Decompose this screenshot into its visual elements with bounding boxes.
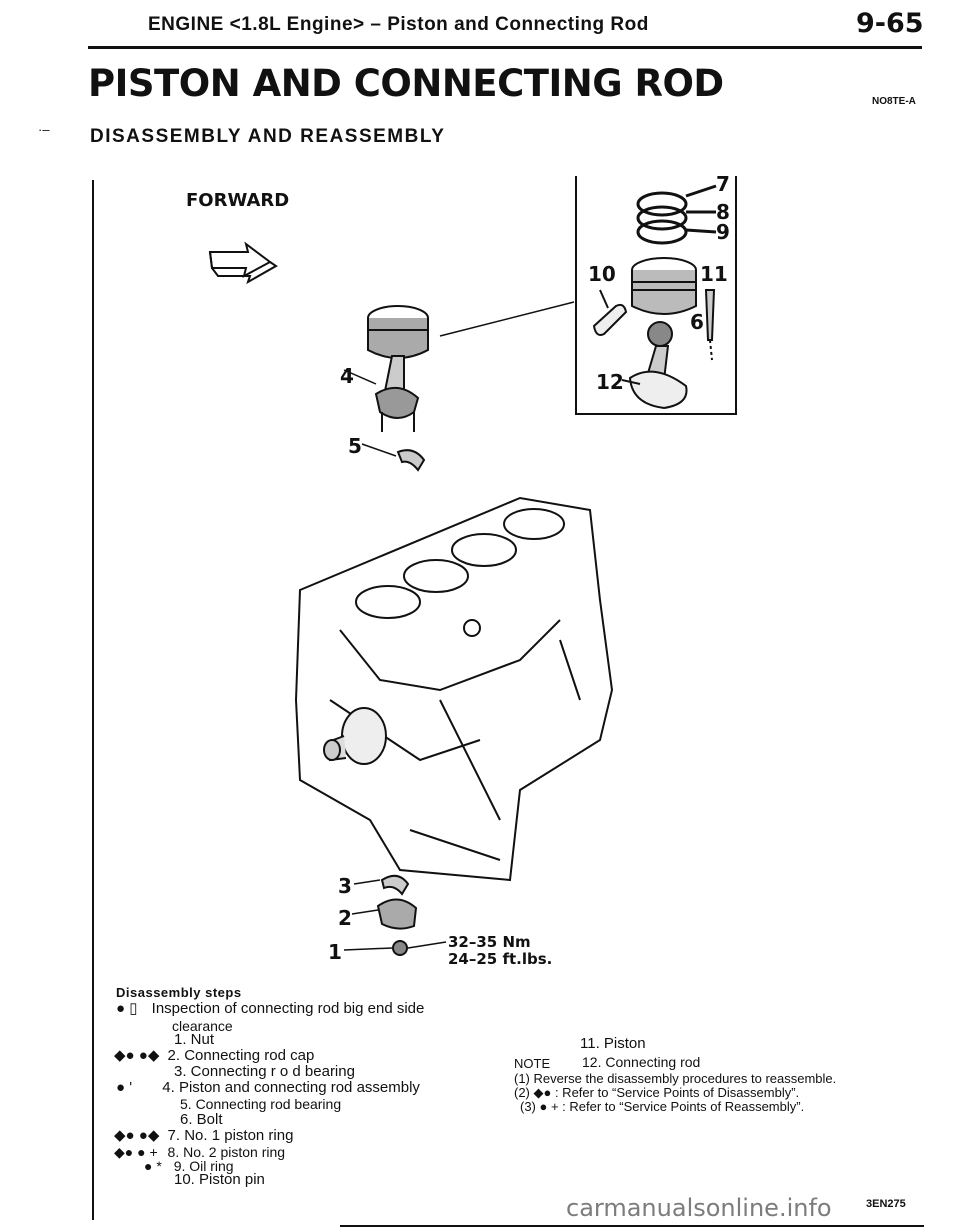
nut — [343, 940, 447, 956]
cylinder-block — [294, 496, 614, 882]
connecting-rod-cap — [351, 898, 418, 930]
forward-arrow-icon — [208, 241, 278, 285]
step-row: clearance — [172, 1018, 233, 1034]
note-line: (1) Reverse the disassembly procedures t… — [514, 1071, 837, 1086]
connecting-rod-bolt — [704, 289, 716, 361]
step-text: clearance — [172, 1018, 233, 1034]
step-text: 7. No. 1 piston ring — [167, 1127, 294, 1144]
watermark: carmanualsonline.info — [566, 1194, 832, 1222]
inset-connecting-rod — [621, 321, 688, 410]
callout-6: 6 — [690, 310, 704, 334]
step-row: 11. Piston — [580, 1036, 646, 1052]
step-text: 11. Piston — [580, 1035, 646, 1052]
note-heading: NOTE — [514, 1056, 551, 1071]
step-text: 3. Connecting r o d bearing — [174, 1063, 355, 1080]
torque-spec: 32–35 Nm 24–25 ft.lbs. — [448, 934, 552, 968]
torque-ftlbs: 24–25 ft.lbs. — [448, 950, 553, 968]
step-text: 1. Nut — [174, 1031, 215, 1048]
step-text: 12. Connecting rod — [582, 1054, 701, 1070]
step-row: ◆● ●◆ 7. No. 1 piston ring — [114, 1128, 293, 1144]
step-text: 9. Oil ring — [173, 1158, 234, 1174]
bottom-rule — [340, 1225, 924, 1227]
step-row: ● ▯ Inspection of connecting rod big end… — [116, 1001, 424, 1017]
callout-4: 4 — [340, 364, 354, 388]
step-symbol: ◆● ● + — [114, 1144, 158, 1160]
figure-code: 3EN275 — [866, 1198, 906, 1210]
callout-7: 7 — [716, 172, 730, 196]
step-text: 4. Piston and connecting rod assembly — [162, 1079, 420, 1096]
section-subtitle: DISASSEMBLY AND REASSEMBLY — [90, 126, 446, 147]
step-row: 5. Connecting rod bearing — [180, 1096, 341, 1112]
left-margin-rule — [92, 180, 94, 1220]
step-text: Inspection of connecting rod big end sid… — [151, 1000, 425, 1017]
margin-mark: ·– — [38, 122, 50, 137]
connecting-rod-bearing-3 — [353, 874, 410, 896]
connecting-rod-bearing-5 — [361, 443, 426, 472]
step-text: 10. Piston pin — [174, 1171, 265, 1188]
step-row: ● * 9. Oil ring — [144, 1158, 234, 1174]
callout-3: 3 — [338, 874, 352, 898]
step-row: 1. Nut — [174, 1032, 214, 1048]
page-title: PISTON AND CONNECTING ROD — [88, 62, 724, 105]
step-text: 6. Bolt — [180, 1111, 223, 1128]
piston-rings — [636, 184, 717, 245]
note-line: (3) ● + : Refer to “Service Points of Re… — [520, 1099, 805, 1114]
forward-label: FORWARD — [186, 190, 290, 211]
step-row: 10. Piston pin — [174, 1172, 265, 1188]
inset-box — [575, 176, 737, 415]
step-row: ● ' 4. Piston and connecting rod assembl… — [116, 1080, 420, 1096]
step-row: 12. Connecting rod — [582, 1054, 700, 1070]
step-symbol: ◆● ●◆ — [114, 1127, 160, 1144]
leader-line — [439, 301, 575, 337]
running-header: ENGINE <1.8L Engine> – Piston and Connec… — [148, 14, 649, 35]
step-symbol: ● ▯ — [116, 1000, 138, 1017]
step-symbol: ● ' — [116, 1079, 133, 1096]
step-text: 8. No. 2 piston ring — [167, 1144, 286, 1160]
callout-5: 5 — [348, 434, 362, 458]
step-text: 2. Connecting rod cap — [167, 1047, 315, 1064]
step-text: 5. Connecting rod bearing — [180, 1096, 342, 1112]
step-symbol: ◆● ●◆ — [114, 1047, 160, 1064]
callout-1: 1 — [328, 940, 342, 964]
note-line: (2) ◆● : Refer to “Service Points of Dis… — [514, 1085, 800, 1100]
piston-pin — [592, 289, 628, 336]
callout-9: 9 — [716, 220, 730, 244]
step-row: ◆● ●◆ 2. Connecting rod cap — [114, 1048, 314, 1064]
steps-heading: Disassembly steps — [116, 985, 242, 1000]
inset-piston — [631, 257, 697, 315]
callout-10: 10 — [588, 262, 616, 286]
header-rule — [88, 46, 922, 49]
page-number: 9-65 — [856, 8, 924, 39]
piston-connecting-rod-assembly — [343, 305, 429, 432]
step-row: ◆● ● + 8. No. 2 piston ring — [114, 1144, 285, 1160]
torque-nm: 32–35 Nm — [448, 933, 531, 951]
callout-8: 8 — [716, 200, 730, 224]
callout-11: 11 — [700, 262, 728, 286]
step-row: 3. Connecting r o d bearing — [174, 1064, 355, 1080]
step-row: 6. Bolt — [180, 1112, 223, 1128]
callout-12: 12 — [596, 370, 624, 394]
section-code: NO8TE-A — [872, 96, 916, 107]
callout-2: 2 — [338, 906, 352, 930]
step-symbol: ● * — [144, 1158, 162, 1174]
